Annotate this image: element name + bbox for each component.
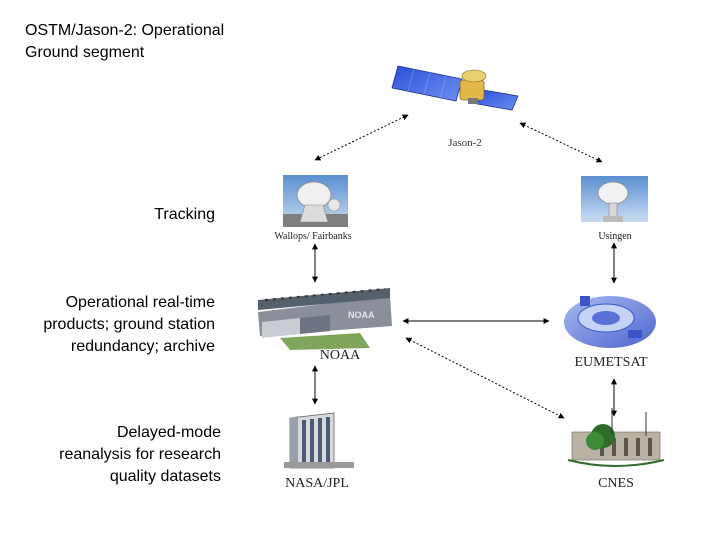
operational-label-line-1: Operational real-time <box>65 294 215 311</box>
satellite-icon <box>391 65 519 111</box>
usingen-antenna-icon <box>581 176 648 222</box>
eumetsat-caption: EUMETSAT <box>574 355 648 370</box>
operational-label-line-3: redundancy; archive <box>70 338 215 355</box>
link-satellite-wallops <box>314 114 409 161</box>
title-line-1: OSTM/Jason-2: Operational <box>25 22 225 39</box>
delayed-mode-label: Delayed-mode reanalysis for research qua… <box>59 422 221 488</box>
noaa-building-icon: NOAA <box>258 288 392 350</box>
operational-label: Operational real-time products; ground s… <box>43 292 215 358</box>
connectors <box>312 114 617 419</box>
satellite-caption: Jason-2 <box>448 137 482 149</box>
delayed-label-line-1: Delayed-mode <box>116 424 221 441</box>
cnes-caption: CNES <box>598 476 634 491</box>
wallops-antenna-icon <box>283 175 348 227</box>
link-satellite-usingen <box>519 122 603 163</box>
noaa-caption: NOAA <box>320 348 361 363</box>
diagram-title: OSTM/Jason-2: Operational Ground segment <box>25 20 224 64</box>
eumetsat-building-icon <box>564 296 656 348</box>
svg-text:NOAA: NOAA <box>348 310 375 320</box>
tracking-label: Tracking <box>154 206 215 223</box>
delayed-label-line-2: reanalysis for research <box>59 446 221 463</box>
cnes-building-icon <box>567 408 665 467</box>
usingen-caption: Usingen <box>598 231 631 242</box>
nasa-jpl-caption: NASA/JPL <box>285 476 349 491</box>
title-line-2: Ground segment <box>25 44 145 61</box>
delayed-label-line-3: quality datasets <box>109 468 221 485</box>
nasa-jpl-building-icon <box>284 412 354 469</box>
operational-label-line-2: products; ground station <box>43 316 215 333</box>
wallops-caption: Wallops/ Fairbanks <box>274 231 351 242</box>
link-noaa-cnes <box>405 337 565 419</box>
